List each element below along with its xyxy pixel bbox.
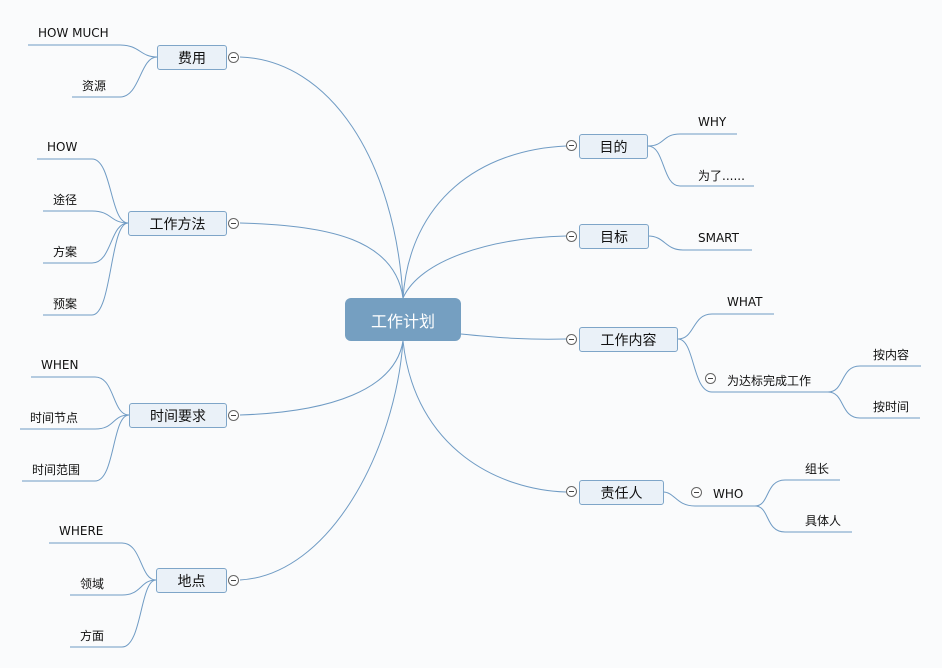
subtopic[interactable]: 按时间 xyxy=(873,400,910,414)
subtopic[interactable]: SMART xyxy=(698,231,739,245)
collapse-icon[interactable] xyxy=(228,218,239,229)
collapse-icon[interactable] xyxy=(228,410,239,421)
topic-time[interactable]: 时间要求 xyxy=(129,403,227,428)
subtopic[interactable]: HOW xyxy=(47,140,78,154)
subtopic[interactable]: 领域 xyxy=(80,577,105,591)
subtopic[interactable]: 途径 xyxy=(53,193,78,207)
topic-purpose[interactable]: 目的 xyxy=(579,134,648,159)
collapse-icon[interactable] xyxy=(566,231,577,242)
subtopic[interactable]: 预案 xyxy=(53,297,78,311)
topic-place[interactable]: 地点 xyxy=(156,568,227,593)
topic-owner[interactable]: 责任人 xyxy=(579,480,664,505)
subtopic[interactable]: 方面 xyxy=(80,629,105,643)
subtopic[interactable]: 按内容 xyxy=(873,348,910,362)
subtopic[interactable]: 时间节点 xyxy=(30,411,79,425)
collapse-icon[interactable] xyxy=(228,575,239,586)
topic-method[interactable]: 工作方法 xyxy=(128,211,227,236)
collapse-icon[interactable] xyxy=(705,373,716,384)
collapse-icon[interactable] xyxy=(566,140,577,151)
subtopic[interactable]: WHERE xyxy=(59,524,104,538)
subtopic[interactable]: 时间范围 xyxy=(32,463,81,477)
subtopic[interactable]: 为达标完成工作 xyxy=(727,374,812,388)
topic-content[interactable]: 工作内容 xyxy=(579,327,678,352)
topic-goal[interactable]: 目标 xyxy=(579,224,649,249)
subtopic[interactable]: WHO xyxy=(713,487,744,501)
subtopic[interactable]: 资源 xyxy=(82,79,107,93)
subtopic[interactable]: 具体人 xyxy=(805,514,842,528)
subtopic[interactable]: WHEN xyxy=(41,358,79,372)
collapse-icon[interactable] xyxy=(566,334,577,345)
subtopic[interactable]: 方案 xyxy=(53,245,78,259)
subtopic[interactable]: 为了...... xyxy=(698,169,745,183)
collapse-icon[interactable] xyxy=(691,487,702,498)
subtopic[interactable]: WHAT xyxy=(727,295,763,309)
central-topic[interactable]: 工作计划 xyxy=(345,298,461,341)
subtopic[interactable]: 组长 xyxy=(805,462,830,476)
collapse-icon[interactable] xyxy=(228,52,239,63)
topic-cost[interactable]: 费用 xyxy=(157,45,227,70)
collapse-icon[interactable] xyxy=(566,486,577,497)
subtopic[interactable]: HOW MUCH xyxy=(38,26,109,40)
subtopic[interactable]: WHY xyxy=(698,115,727,129)
